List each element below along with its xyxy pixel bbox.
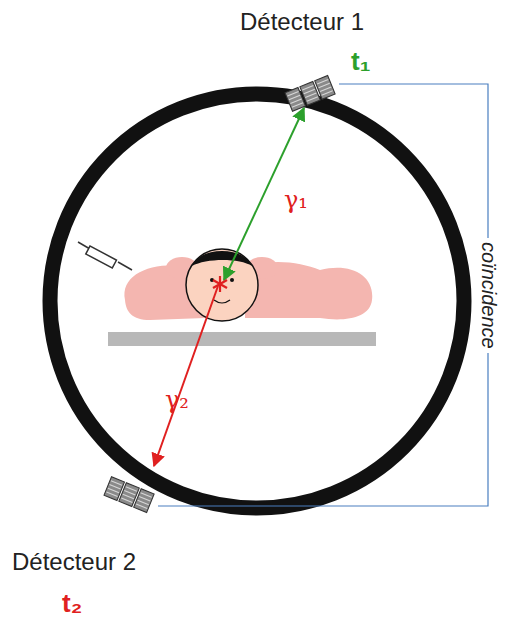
coincidence-label: coïncidence (477, 238, 500, 353)
detector-block (104, 480, 156, 510)
time-label: t₂ (62, 588, 82, 619)
coincidence-bracket (158, 84, 488, 506)
detector-block (285, 78, 337, 108)
gamma-label: γ₁ (284, 186, 308, 214)
bed (108, 332, 376, 346)
patient (124, 249, 372, 321)
gantry-ring (50, 94, 464, 508)
time-label: t₁ (351, 46, 370, 77)
gamma-label: γ₂ (165, 386, 189, 414)
detector-label: Détecteur 1 (240, 8, 364, 36)
syringe (78, 242, 132, 270)
detector: Détecteur 2t₂ (104, 480, 156, 510)
gamma-ray-2 (154, 286, 218, 466)
detector-label: Détecteur 2 (12, 548, 136, 576)
detector: Détecteur 1t₁ (285, 78, 337, 108)
annihilation-star (213, 276, 227, 292)
